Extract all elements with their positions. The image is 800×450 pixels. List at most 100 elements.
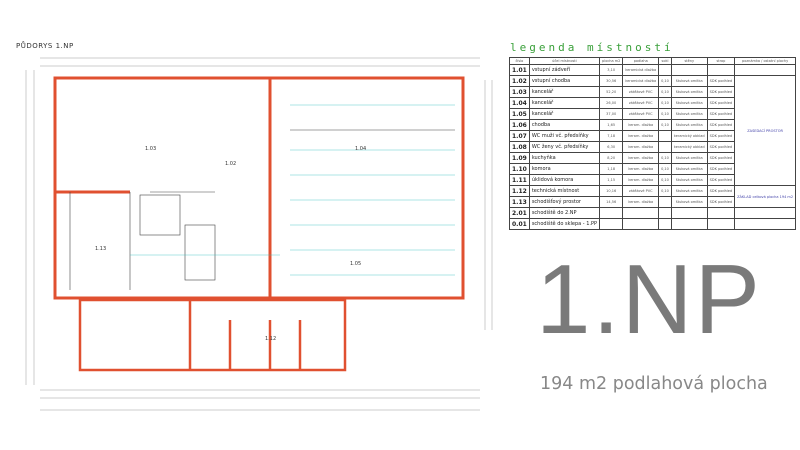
- room-walls: štuková omítka: [670, 163, 708, 175]
- room-number: 1.01: [509, 64, 530, 76]
- room-area: 7,18: [598, 130, 624, 142]
- room-skirting: 0,10: [658, 108, 672, 120]
- room-number: 0.01: [509, 218, 530, 230]
- room-ceiling: SDK podhled: [706, 130, 736, 142]
- room-legend-table: číslo účel místnosti plocha m2 podlaha s…: [509, 57, 797, 230]
- room-ceiling: SDK podhled: [706, 163, 736, 175]
- room-floor: zátěžové PVC: [622, 108, 660, 120]
- note-cell: [734, 207, 797, 219]
- room-skirting: 0,10: [658, 97, 672, 109]
- room-area: 3,10: [598, 64, 624, 76]
- room-number: 1.07: [509, 130, 530, 142]
- room-name: WC ženy vč. předsíňky: [528, 141, 601, 153]
- room-floor: [622, 207, 660, 219]
- room-floor: keram. dlažba: [622, 196, 660, 208]
- col-area: plocha m2: [598, 57, 624, 65]
- room-number: 2.01: [509, 207, 530, 219]
- col-skirting: sokl: [658, 57, 672, 65]
- room-walls: štuková omítka: [670, 119, 708, 131]
- room-ceiling: [706, 207, 736, 219]
- room-name: kancelář: [528, 108, 601, 120]
- room-name: chodba: [528, 119, 601, 131]
- room-area: 1,65: [598, 119, 624, 131]
- room-area: 1,18: [598, 163, 624, 175]
- room-area: 6,30: [598, 141, 624, 153]
- room-number: 1.02: [509, 75, 530, 87]
- room-ceiling: SDK podhled: [706, 196, 736, 208]
- room-number: 1.11: [509, 174, 530, 186]
- room-walls: štuková omítka: [670, 97, 708, 109]
- room-name: schodišťový prostor: [528, 196, 601, 208]
- room-ceiling: SDK podhled: [706, 108, 736, 120]
- room-ceiling: SDK podhled: [706, 97, 736, 109]
- room-skirting: 0,10: [658, 163, 672, 175]
- room-number: 1.03: [509, 86, 530, 98]
- room-walls: štuková omítka: [670, 196, 708, 208]
- room-skirting: [658, 64, 672, 76]
- room-ceiling: SDK podhled: [706, 174, 736, 186]
- col-note: poznámka / ostatní plochy: [734, 57, 797, 65]
- room-floor: keram. dlažba: [622, 152, 660, 164]
- room-walls: [670, 218, 708, 230]
- room-floor: keramická dlažba: [622, 64, 660, 76]
- room-walls: keramický obklad: [670, 130, 708, 142]
- room-ceiling: SDK podhled: [706, 119, 736, 131]
- room-ceiling: SDK podhled: [706, 141, 736, 153]
- room-skirting: [658, 207, 672, 219]
- room-area: 52,20: [598, 86, 624, 98]
- col-ceiling: strop: [706, 57, 736, 65]
- room-number: 1.09: [509, 152, 530, 164]
- room-floor: keram. dlažba: [622, 141, 660, 153]
- room-ceiling: SDK podhled: [706, 185, 736, 197]
- room-floor: keram. dlažba: [622, 119, 660, 131]
- room-number: 1.06: [509, 119, 530, 131]
- room-walls: štuková omítka: [670, 174, 708, 186]
- room-name: úklidová komora: [528, 174, 601, 186]
- room-walls: [670, 207, 708, 219]
- col-purpose: účel místnosti: [528, 57, 601, 65]
- room-skirting: [658, 130, 672, 142]
- room-floor: zátěžové PVC: [622, 185, 660, 197]
- total-note: ZÁKLAD celková plocha 194 m2: [734, 185, 797, 208]
- room-walls: štuková omítka: [670, 86, 708, 98]
- floor-label: 1.NP: [536, 244, 762, 354]
- room-number: 1.10: [509, 163, 530, 175]
- room-name: vstupní chodba: [528, 75, 601, 87]
- room-name: vstupní zádveří: [528, 64, 601, 76]
- room-skirting: 0,10: [658, 75, 672, 87]
- svg-text:1.02: 1.02: [225, 161, 236, 167]
- note-cell: [734, 218, 797, 230]
- room-ceiling: SDK podhled: [706, 152, 736, 164]
- room-skirting: [658, 141, 672, 153]
- room-area: [598, 218, 624, 230]
- room-skirting: [658, 218, 672, 230]
- room-skirting: 0,10: [658, 174, 672, 186]
- legend-title: legenda místností: [510, 41, 674, 54]
- room-ceiling: [706, 64, 736, 76]
- room-area: 14,56: [598, 196, 624, 208]
- room-walls: štuková omítka: [670, 108, 708, 120]
- room-number: 1.04: [509, 97, 530, 109]
- room-skirting: 0,10: [658, 86, 672, 98]
- room-skirting: 0,10: [658, 119, 672, 131]
- room-floor: zátěžové PVC: [622, 86, 660, 98]
- svg-text:1.04: 1.04: [355, 146, 366, 152]
- room-floor: [622, 218, 660, 230]
- room-number: 1.13: [509, 196, 530, 208]
- room-name: technická místnost: [528, 185, 601, 197]
- col-floor: podlaha: [622, 57, 660, 65]
- room-skirting: 0,10: [658, 185, 672, 197]
- room-skirting: [658, 196, 672, 208]
- room-ceiling: [706, 218, 736, 230]
- room-area: 1,15: [598, 174, 624, 186]
- side-note: ZASEDACÍ PROSTOR: [734, 75, 797, 186]
- floor-plan: 1.031.021.04 1.051.131.12: [25, 57, 493, 411]
- col-walls: stěny: [670, 57, 708, 65]
- room-area: 26,00: [598, 97, 624, 109]
